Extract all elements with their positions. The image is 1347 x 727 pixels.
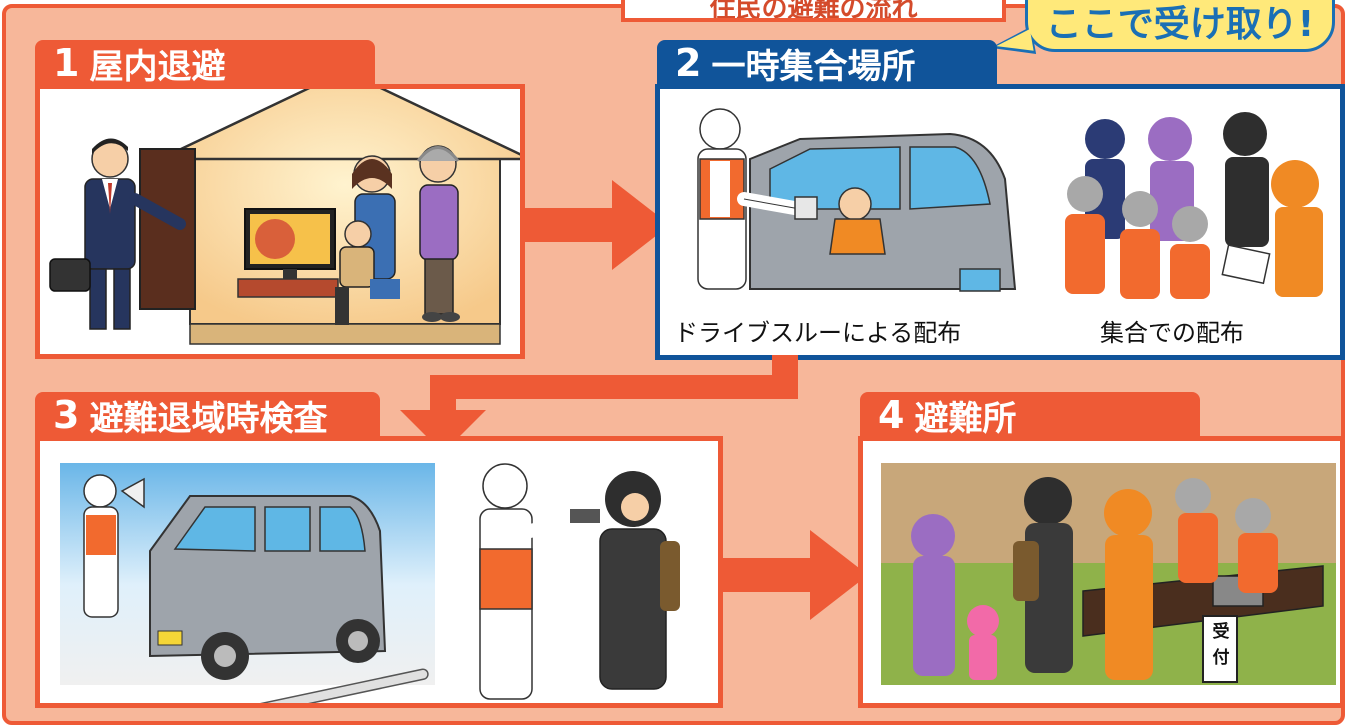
- step-3-number: 3: [53, 393, 80, 437]
- door-icon: [139, 148, 196, 310]
- step-4-panel: 受付: [858, 436, 1345, 708]
- distribution-illustration: [697, 108, 1335, 299]
- screened-car-icon: [149, 495, 429, 720]
- tv-stand-icon: [237, 278, 339, 298]
- worker-figure: [697, 108, 818, 290]
- grandmother-figure: [416, 145, 460, 322]
- megaphone-icon: [120, 477, 145, 509]
- step-3-tab: 3 避難退域時検査: [35, 392, 380, 439]
- document-icon: [794, 196, 818, 220]
- step-3-panel: [35, 436, 723, 720]
- indoor-shelter-illustration: [49, 69, 531, 345]
- step-4-label: 避難所: [914, 398, 1017, 439]
- document-icon: [1221, 244, 1271, 285]
- speech-bubble: ここで受け取り!: [1025, 0, 1335, 52]
- step-1-tab: 1 屋内退避: [35, 40, 375, 87]
- drive-through-scene: [697, 108, 1017, 292]
- reception-sign-text: 受付: [1212, 622, 1230, 668]
- step-4-number: 4: [878, 393, 905, 437]
- caption-gathering: 集合での配布: [1100, 319, 1244, 347]
- evacuation-shelter-illustration: [881, 463, 1336, 685]
- gathering-scene: [1055, 112, 1335, 299]
- step-2-tab: 2 一時集合場所: [657, 40, 997, 87]
- mother-child-figure: [335, 155, 400, 325]
- step-2-panel: ドライブスルーによる配布 集合での配布: [655, 84, 1345, 360]
- step-4-tab: 4 避難所: [860, 392, 1200, 439]
- survey-meter-icon: [570, 509, 600, 523]
- step-1-panel: [35, 69, 531, 359]
- step-3-label: 避難退域時検査: [89, 398, 328, 439]
- step-2-label: 一時集合場所: [711, 46, 916, 87]
- caption-drive-through: ドライブスルーによる配布: [674, 319, 962, 347]
- backpack-icon: [1013, 541, 1039, 601]
- screening-illustration: [60, 463, 680, 720]
- businessman-figure: [49, 138, 186, 330]
- speech-bubble-text: ここで受け取り!: [1045, 4, 1315, 45]
- megaphone-worker: [83, 474, 145, 618]
- flow-title: 住民の避難の流れ: [621, 0, 1006, 22]
- resident-figure: [599, 471, 680, 690]
- reception-sign: [1202, 615, 1238, 683]
- arrow-1-to-2: [520, 180, 670, 270]
- queue-figures: [911, 477, 1153, 680]
- arrow-3-to-4: [718, 530, 868, 620]
- inspector-figure: [479, 463, 607, 700]
- house-floor: [189, 323, 501, 345]
- step-1-label: 屋内退避: [89, 46, 226, 87]
- briefcase-icon: [49, 258, 91, 292]
- arrow-2-to-3: [400, 355, 798, 453]
- crowd-figures: [1065, 112, 1323, 299]
- step-2-number: 2: [675, 41, 702, 85]
- step-1-number: 1: [53, 41, 80, 85]
